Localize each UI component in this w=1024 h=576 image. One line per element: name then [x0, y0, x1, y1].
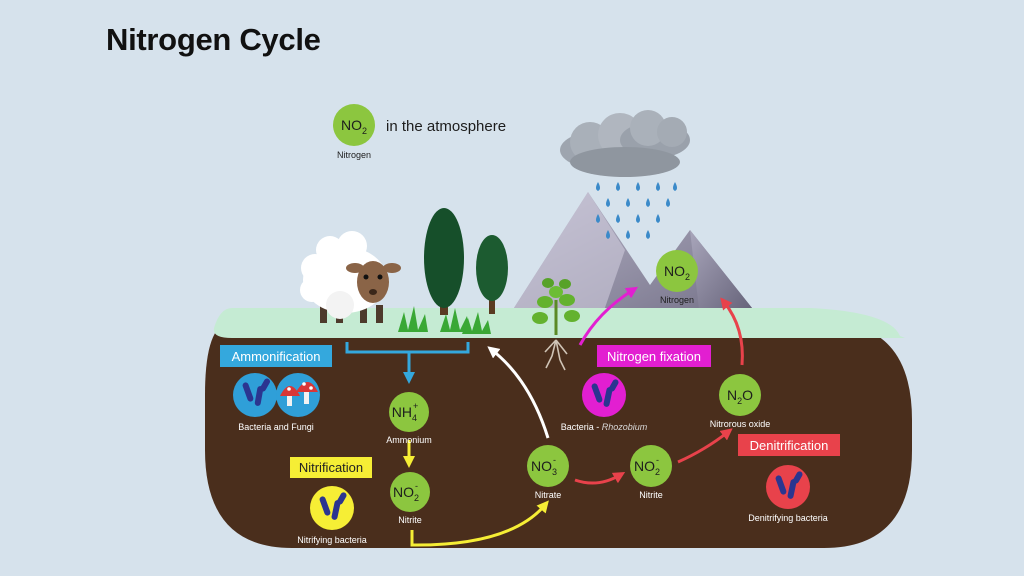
svg-text:Nitrorous oxide: Nitrorous oxide: [710, 419, 771, 429]
svg-text:Ammonification: Ammonification: [232, 349, 321, 364]
badge-ammonification: Ammonification: [220, 345, 332, 367]
compound-nitrite-right: NO2- Nitrite: [630, 445, 672, 500]
svg-text:NO2: NO2: [664, 263, 690, 282]
page-title: Nitrogen Cycle: [106, 22, 321, 57]
svg-text:Denitrification: Denitrification: [750, 438, 829, 453]
red-arrow-n2o-no2: [720, 297, 744, 366]
mountain-no2: NO2 Nitrogen: [656, 250, 698, 305]
compound-nitrate: NO3- Nitrate: [527, 445, 569, 500]
red-arrow-nitrate-nitrite: [574, 471, 626, 485]
svg-text:Nitrification: Nitrification: [299, 460, 363, 475]
compound-nitrous-oxide: N2O Nitrorous oxide: [710, 374, 771, 429]
svg-text:NO2: NO2: [341, 117, 367, 136]
ammonification-caption: Bacteria and Fungi: [238, 422, 314, 432]
atmosphere-label: in the atmosphere: [386, 118, 506, 135]
raindrops: [596, 182, 677, 239]
svg-text:N2O: N2O: [727, 387, 753, 406]
compound-nitrite-left: NO2- Nitrite: [390, 472, 430, 525]
fixation-caption: Bacteria - Rhozobium: [561, 422, 648, 432]
svg-text:NO3-: NO3-: [531, 455, 557, 477]
rhizobium-bacteria-icon: [582, 373, 626, 417]
svg-text:Nitrite: Nitrite: [639, 490, 663, 500]
cloud-icon: [560, 110, 690, 177]
mountains: [505, 192, 760, 322]
nitrification-caption: Nitrifying bacteria: [297, 535, 367, 545]
bacteria-icon: [233, 373, 277, 417]
tree-icon: [424, 208, 508, 315]
yellow-arrow-nitrite-nitrate: [410, 500, 549, 547]
svg-text:Nitrogen: Nitrogen: [660, 295, 694, 305]
plant-icon: [532, 278, 580, 371]
denitrifying-bacteria-icon: [766, 465, 810, 509]
white-arrow-nitrate-plant: [487, 346, 550, 439]
grass-surface: [213, 308, 905, 338]
nitrifying-bacteria-icon: [310, 486, 354, 530]
sheep-icon: [300, 231, 401, 323]
svg-text:NO2-: NO2-: [393, 481, 419, 503]
badge-denitrification: Denitrification: [738, 434, 840, 456]
flow-arrows: [345, 286, 744, 547]
atmosphere-caption: Nitrogen: [337, 150, 371, 160]
red-arrow-nitrite-n2o: [677, 428, 733, 464]
mushroom-icon: [276, 373, 320, 417]
atmosphere-no2: NO2 Nitrogen in the atmosphere: [333, 104, 506, 160]
svg-text:NH4+: NH4+: [392, 401, 419, 423]
badge-nitrogen-fixation: Nitrogen fixation: [597, 345, 711, 367]
svg-text:Ammonium: Ammonium: [386, 435, 432, 445]
denitrification-caption: Denitrifying bacteria: [748, 513, 828, 523]
grass-tuft-icon: [398, 306, 491, 334]
compound-ammonium: NH4+ Ammonium: [386, 392, 432, 445]
svg-text:NO2-: NO2-: [634, 455, 660, 477]
svg-text:Nitrogen fixation: Nitrogen fixation: [607, 349, 701, 364]
magenta-arrow-fixation: [578, 286, 639, 346]
badge-nitrification: Nitrification: [290, 457, 372, 478]
svg-text:Nitrate: Nitrate: [535, 490, 562, 500]
svg-text:Nitrite: Nitrite: [398, 515, 422, 525]
